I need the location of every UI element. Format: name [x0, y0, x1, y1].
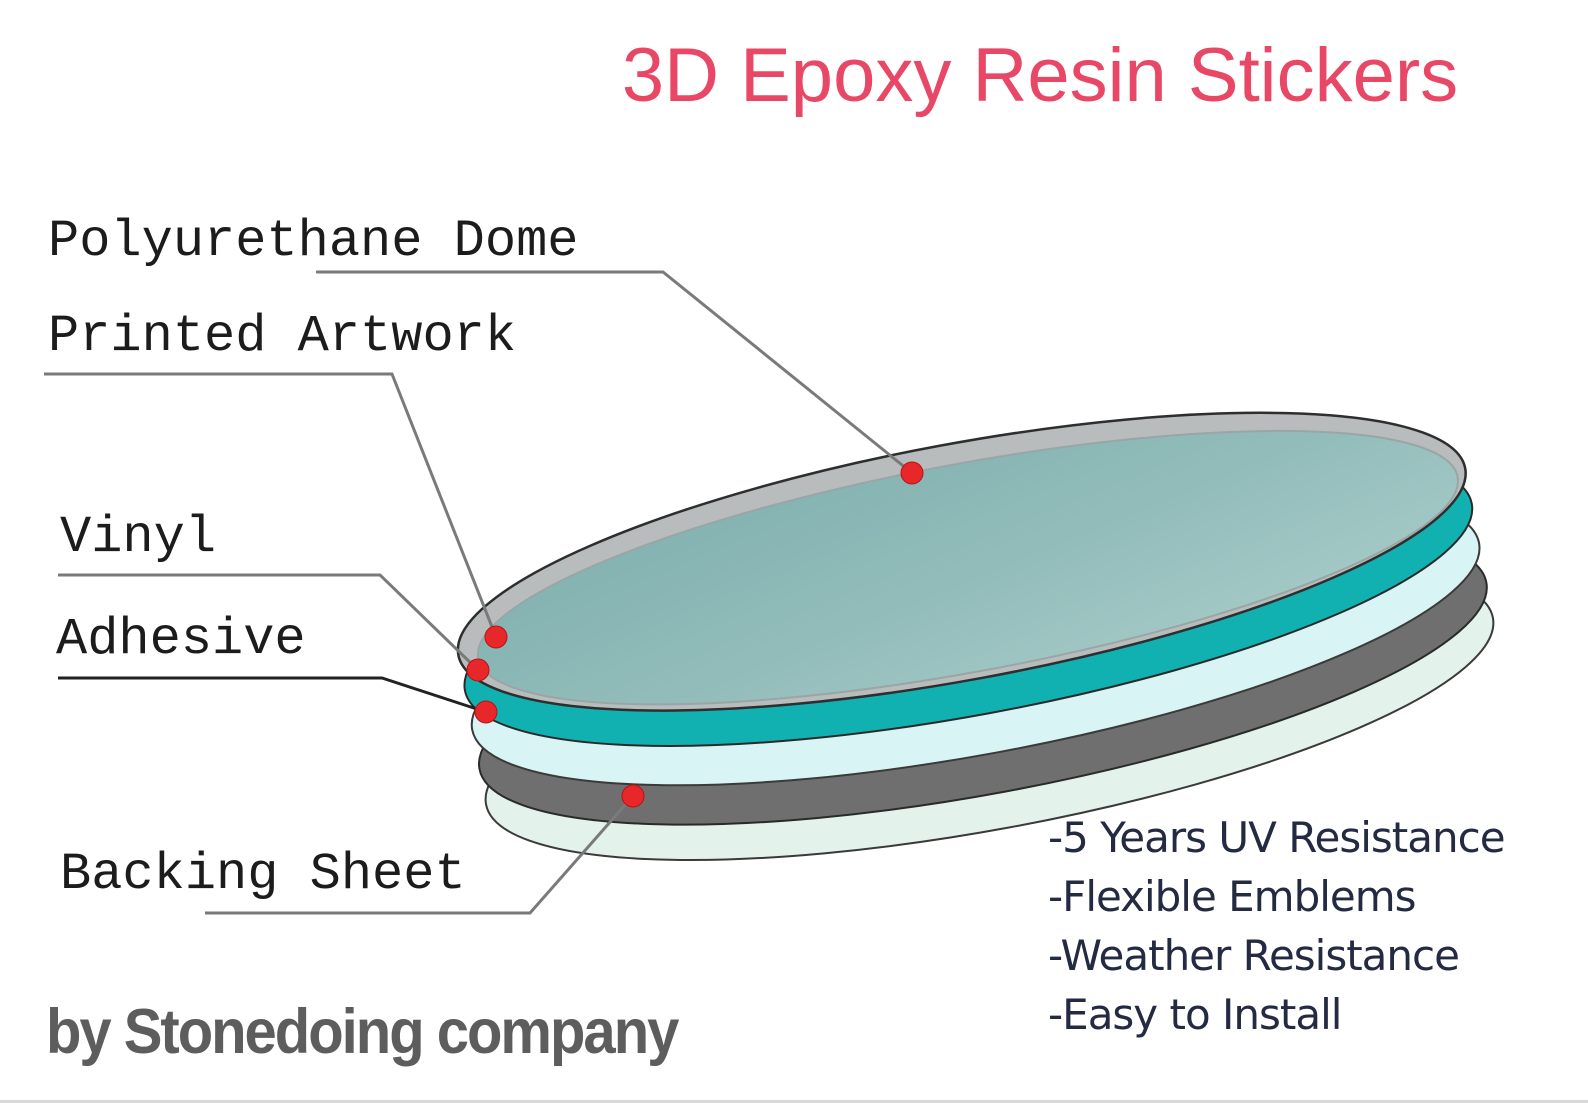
label-vinyl: Vinyl: [60, 508, 217, 567]
page-title: 3D Epoxy Resin Stickers: [621, 33, 1459, 118]
marker-adhesive: [474, 700, 498, 724]
label-printed-artwork: Printed Artwork: [48, 307, 517, 366]
feature-list: -5 Years UV Resistance -Flexible Emblems…: [1048, 808, 1506, 1044]
feature-item: -Weather Resistance: [1048, 931, 1460, 980]
leader-line-vinyl: [58, 573, 480, 672]
marker-backing-sheet: [621, 784, 645, 808]
marker-polyurethane-dome: [900, 461, 924, 485]
polyurethane-dome-layer: [476, 429, 1459, 706]
bottom-border: [0, 1100, 1588, 1103]
leader-line-backing-sheet: [205, 795, 635, 915]
feature-item: -5 Years UV Resistance: [1048, 813, 1506, 862]
marker-vinyl: [466, 658, 490, 682]
leader-line-adhesive: [58, 676, 487, 714]
leader-line-printed-artwork: [44, 372, 498, 638]
company-by: by: [46, 996, 112, 1068]
feature-item: -Easy to Install: [1048, 990, 1342, 1039]
label-adhesive: Adhesive: [56, 610, 306, 669]
label-backing-sheet: Backing Sheet: [60, 845, 466, 904]
label-polyurethane-dome: Polyurethane Dome: [48, 212, 579, 271]
leader-line-polyurethane-dome: [316, 270, 913, 475]
company-name: Stonedoing company: [123, 996, 680, 1068]
feature-item: -Flexible Emblems: [1048, 872, 1417, 921]
marker-printed-artwork: [484, 625, 508, 649]
